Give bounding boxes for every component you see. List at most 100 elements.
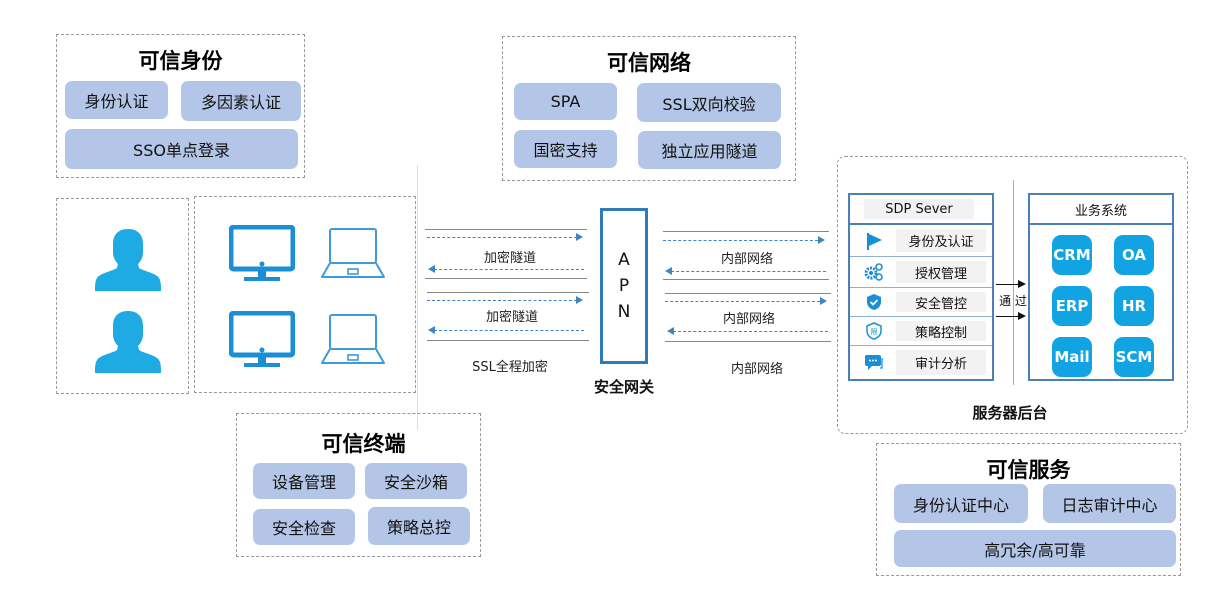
user-icon [95, 311, 161, 373]
sdp-row-audit: 审计分析 [850, 346, 992, 379]
desktop-icon [229, 311, 295, 367]
pass-arrow-line [996, 316, 1018, 317]
apn-gateway: A P N [600, 208, 648, 364]
users-box [56, 198, 189, 394]
ssl-caption: SSL全程加密 [472, 360, 548, 375]
chat-icon [865, 354, 883, 370]
app-mail[interactable]: Mail [1052, 337, 1092, 377]
network-arrow-right [663, 240, 818, 241]
laptop-icon [321, 314, 385, 364]
network-arrow-left [673, 331, 828, 332]
arrow-head-left [428, 326, 435, 334]
identity-center-chip: 身份认证中心 [894, 484, 1028, 523]
arrow-head-right [818, 236, 825, 244]
ssl-mutual-chip: SSL双向校验 [637, 83, 781, 122]
trusted-terminal-title: 可信终端 [321, 432, 406, 456]
arrow-head-right [576, 233, 583, 241]
trusted-network-title: 可信网络 [607, 51, 691, 75]
arrow-head-right [820, 297, 827, 305]
network-arrow-right [665, 301, 820, 302]
sdp-row-authorization: 授权管理 [850, 257, 992, 288]
sdp-row-label: 策略控制 [896, 321, 986, 341]
mfa-chip: 多因素认证 [181, 81, 301, 121]
network-caption: 内部网络 [730, 362, 783, 377]
apn-letter: P [618, 276, 630, 296]
business-title: 业务系统 [1030, 195, 1172, 225]
business-systems: 业务系统 CRM OA ERP HR Mail SCM [1028, 193, 1174, 381]
trusted-identity-title: 可信身份 [138, 49, 223, 73]
tunnel-arrow-left [434, 330, 584, 331]
backend-divider [1013, 180, 1014, 385]
vertical-divider [417, 165, 418, 430]
trusted-identity-panel: 可信身份 身份认证 多因素认证 SSO单点登录 [56, 34, 305, 178]
device-mgmt-chip: 设备管理 [253, 463, 355, 499]
tunnel-border [425, 278, 587, 279]
network-label: 内部网络 [720, 252, 773, 267]
tunnel-label: 加密隧道 [485, 310, 538, 325]
trusted-terminal-panel: 可信终端 设备管理 安全沙箱 安全检查 策略总控 [236, 413, 481, 557]
devices-box [194, 196, 416, 393]
sandbox-chip: 安全沙箱 [365, 463, 467, 499]
national-crypto-chip: 国密支持 [514, 130, 617, 168]
app-scm[interactable]: SCM [1114, 337, 1154, 377]
trusted-service-title: 可信服务 [986, 458, 1071, 482]
network-border [665, 341, 831, 342]
tunnel-border [425, 229, 587, 230]
tunnel-arrow-right [427, 237, 577, 238]
sdp-row-label: 审计分析 [896, 350, 986, 375]
sdp-row-label: 授权管理 [896, 261, 986, 283]
app-oa[interactable]: OA [1114, 235, 1154, 275]
high-availability-chip: 高冗余/高可靠 [894, 530, 1176, 567]
sdp-header: SDP Sever [850, 195, 992, 225]
sdp-row-security: 安全管控 [850, 288, 992, 317]
arrow-head-left [428, 265, 435, 273]
pass-arrow-head [1018, 312, 1026, 320]
tunnel-border [427, 340, 589, 341]
sdp-row-identity: 身份及认证 [850, 225, 992, 257]
network-border [665, 293, 831, 294]
arrow-head-left [665, 267, 672, 275]
server-backend-frame [837, 156, 1188, 434]
spa-chip: SPA [514, 83, 617, 120]
sso-chip: SSO单点登录 [65, 129, 298, 169]
tunnel-label: 加密隧道 [483, 251, 536, 266]
user-icon [95, 229, 161, 291]
network-label: 内部网络 [722, 312, 775, 327]
security-check-chip: 安全检查 [253, 509, 355, 545]
sdp-row-label: 身份及认证 [896, 229, 986, 252]
tunnel-border [427, 292, 589, 293]
svg-text:限: 限 [871, 327, 878, 336]
app-crm[interactable]: CRM [1052, 235, 1092, 275]
sdp-row-label: 安全管控 [896, 292, 986, 312]
tunnel-arrow-left [434, 269, 584, 270]
apn-letter: A [618, 250, 630, 270]
flag-icon [867, 232, 882, 250]
network-arrow-left [671, 271, 826, 272]
tunnel-arrow-right [427, 300, 577, 301]
app-erp[interactable]: ERP [1052, 286, 1092, 326]
app-hr[interactable]: HR [1114, 286, 1154, 326]
desktop-icon [229, 225, 295, 281]
policy-control-chip: 策略总控 [368, 507, 470, 545]
trusted-network-panel: 可信网络 SPA SSL双向校验 国密支持 独立应用隧道 [502, 36, 796, 181]
shield-limit-icon: 限 [866, 322, 882, 340]
network-border [663, 231, 829, 232]
apn-letter: N [617, 302, 631, 322]
pass-arrow-head [1018, 280, 1026, 288]
laptop-icon [321, 228, 385, 278]
sdp-server: SDP Sever 身份及认证 授权管理 安全管控 限 策略控制 审计分析 [848, 193, 994, 381]
gateway-caption: 安全网关 [593, 378, 654, 396]
arrow-head-right [576, 296, 583, 304]
shield-check-icon [867, 294, 881, 310]
log-audit-chip: 日志审计中心 [1043, 484, 1176, 523]
network-border [663, 279, 829, 280]
gears-icon [864, 263, 883, 281]
arrow-head-left [667, 327, 674, 335]
trusted-service-panel: 可信服务 身份认证中心 日志审计中心 高冗余/高可靠 [876, 443, 1181, 576]
server-backend-caption: 服务器后台 [972, 404, 1048, 422]
pass-label: 通 过 [999, 294, 1027, 308]
app-tunnel-chip: 独立应用隧道 [638, 131, 781, 169]
identity-auth-chip: 身份认证 [65, 81, 168, 119]
pass-arrow-line [996, 284, 1018, 285]
sdp-row-policy: 限 策略控制 [850, 317, 992, 346]
